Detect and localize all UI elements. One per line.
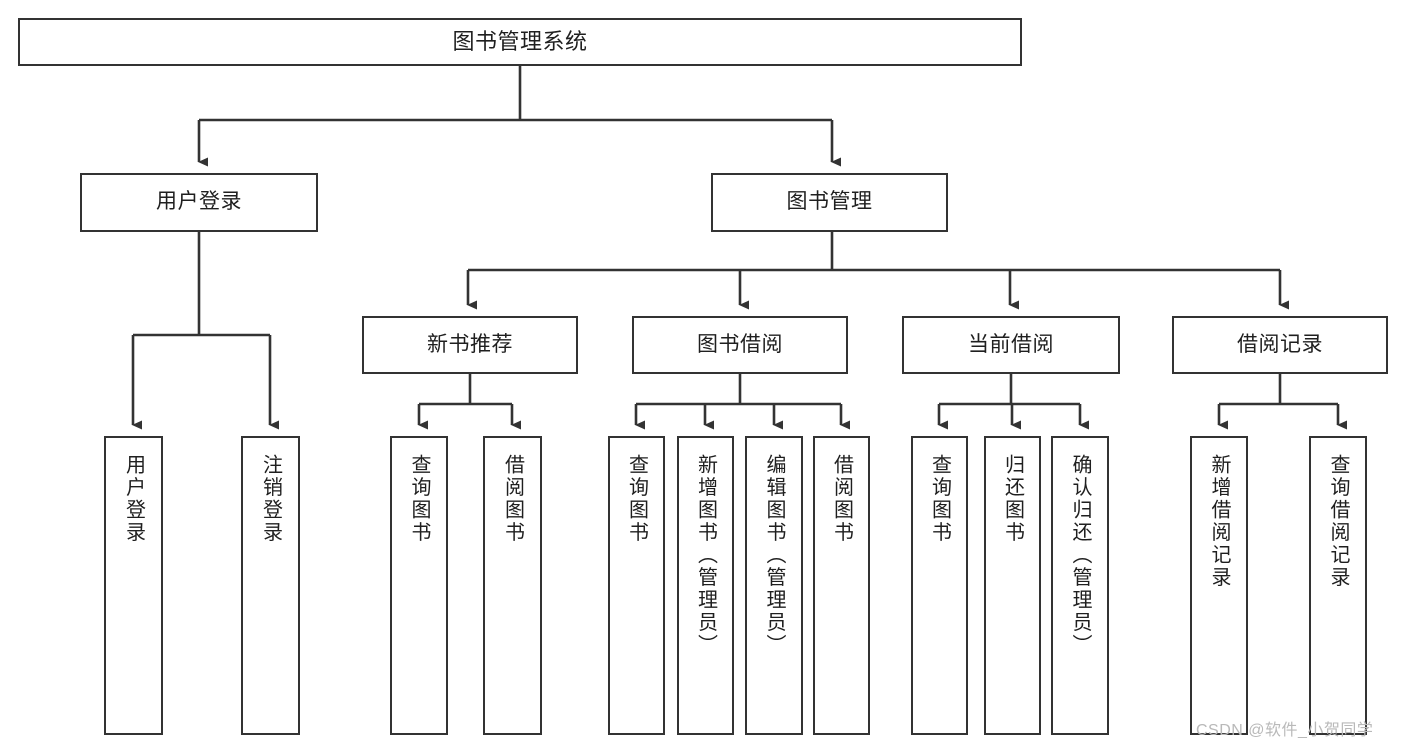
leaf-query-book-borrow[interactable]: 查询图书 xyxy=(608,436,665,735)
leaf-query-borrow-record-label: 查询借阅记录 xyxy=(1327,454,1349,589)
leaf-return-book-label: 归还图书 xyxy=(1001,454,1024,544)
node-book-borrow[interactable]: 图书借阅 xyxy=(632,316,848,374)
leaf-query-book-recommend[interactable]: 查询图书 xyxy=(390,436,448,735)
node-borrow-record[interactable]: 借阅记录 xyxy=(1172,316,1388,374)
leaf-confirm-return-admin-label: 确认归还（管理员） xyxy=(1069,454,1091,657)
leaf-query-borrow-record[interactable]: 查询借阅记录 xyxy=(1309,436,1367,735)
leaf-edit-book-admin-label: 编辑图书（管理员） xyxy=(763,454,785,657)
leaf-query-book-borrow-label: 查询图书 xyxy=(625,454,648,544)
leaf-query-book-current[interactable]: 查询图书 xyxy=(911,436,968,735)
node-current-borrow[interactable]: 当前借阅 xyxy=(902,316,1120,374)
node-new-book-recommend[interactable]: 新书推荐 xyxy=(362,316,578,374)
leaf-borrow-book-label: 借阅图书 xyxy=(830,454,853,544)
leaf-borrow-book-recommend[interactable]: 借阅图书 xyxy=(483,436,542,735)
node-root[interactable]: 图书管理系统 xyxy=(18,18,1022,66)
node-book-management[interactable]: 图书管理 xyxy=(711,173,948,232)
leaf-add-borrow-record-label: 新增借阅记录 xyxy=(1208,454,1230,589)
leaf-confirm-return-admin[interactable]: 确认归还（管理员） xyxy=(1051,436,1109,735)
leaf-add-book-admin-label: 新增图书（管理员） xyxy=(694,454,717,657)
leaf-logout-label: 注销登录 xyxy=(259,454,282,544)
node-root-label: 图书管理系统 xyxy=(452,29,588,55)
leaf-user-login[interactable]: 用户登录 xyxy=(104,436,163,735)
watermark-text: CSDN @软件_小贺同学 xyxy=(1196,722,1374,739)
leaf-logout[interactable]: 注销登录 xyxy=(241,436,300,735)
leaf-borrow-book[interactable]: 借阅图书 xyxy=(813,436,870,735)
leaf-edit-book-admin[interactable]: 编辑图书（管理员） xyxy=(745,436,803,735)
leaf-user-login-label: 用户登录 xyxy=(122,454,145,544)
node-user-login[interactable]: 用户登录 xyxy=(80,173,318,232)
node-book-borrow-label: 图书借阅 xyxy=(697,332,783,356)
node-new-book-recommend-label: 新书推荐 xyxy=(427,332,513,356)
leaf-add-borrow-record[interactable]: 新增借阅记录 xyxy=(1190,436,1248,735)
leaf-return-book[interactable]: 归还图书 xyxy=(984,436,1041,735)
node-current-borrow-label: 当前借阅 xyxy=(968,332,1054,356)
leaf-query-book-current-label: 查询图书 xyxy=(928,454,951,544)
leaf-query-book-recommend-label: 查询图书 xyxy=(408,454,430,544)
node-book-management-label: 图书管理 xyxy=(786,190,873,214)
node-user-login-label: 用户登录 xyxy=(156,190,242,214)
leaf-borrow-book-recommend-label: 借阅图书 xyxy=(501,454,524,544)
leaf-add-book-admin[interactable]: 新增图书（管理员） xyxy=(677,436,734,735)
node-borrow-record-label: 借阅记录 xyxy=(1237,332,1323,356)
